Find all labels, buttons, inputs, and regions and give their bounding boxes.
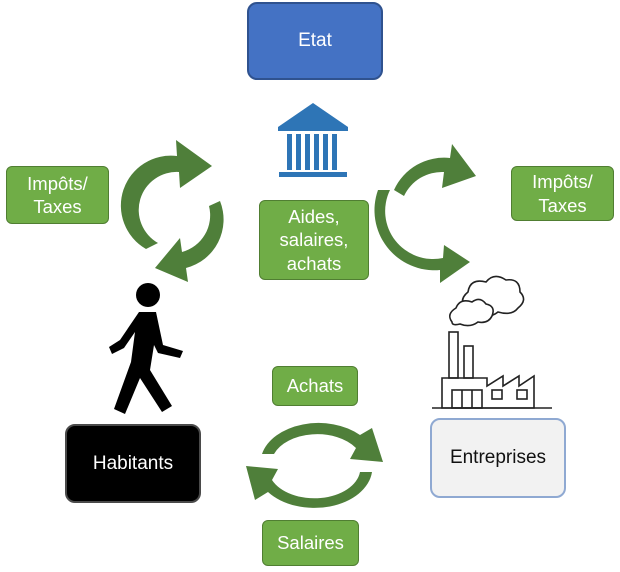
- entreprises-node: Entreprises: [430, 418, 566, 498]
- impots-taxes-right-label: Impôts/ Taxes: [511, 166, 614, 221]
- habitants-node: Habitants: [65, 424, 201, 503]
- aides-line3: achats: [286, 252, 342, 274]
- entreprises-label: Entreprises: [449, 447, 547, 469]
- circular-arrows-left-icon: [120, 140, 224, 282]
- aides-salaires-achats-label: Aides, salaires, achats: [259, 200, 369, 280]
- impots-left-line2: Taxes: [33, 196, 82, 217]
- circular-arrows-right-icon: [374, 144, 476, 283]
- impots-right-line1: Impôts/: [532, 171, 593, 193]
- achats-text: Achats: [286, 375, 344, 397]
- circular-arrows-bottom-icon: [246, 422, 383, 508]
- factory-icon: [432, 275, 552, 409]
- impots-left-line1: Impôts/: [27, 172, 88, 194]
- walking-person-icon: [109, 283, 183, 414]
- salaires-label: Salaires: [262, 520, 359, 566]
- etat-node: Etat: [247, 2, 383, 80]
- government-building-icon: [278, 103, 348, 177]
- aides-line1: Aides,: [288, 206, 340, 228]
- salaires-text: Salaires: [277, 532, 344, 554]
- impots-right-line2: Taxes: [538, 194, 587, 216]
- etat-label: Etat: [298, 30, 332, 52]
- habitants-label: Habitants: [92, 452, 174, 474]
- achats-label: Achats: [272, 366, 358, 406]
- impots-taxes-left-label: Impôts/ Taxes: [6, 166, 109, 224]
- aides-line2: salaires,: [279, 229, 349, 251]
